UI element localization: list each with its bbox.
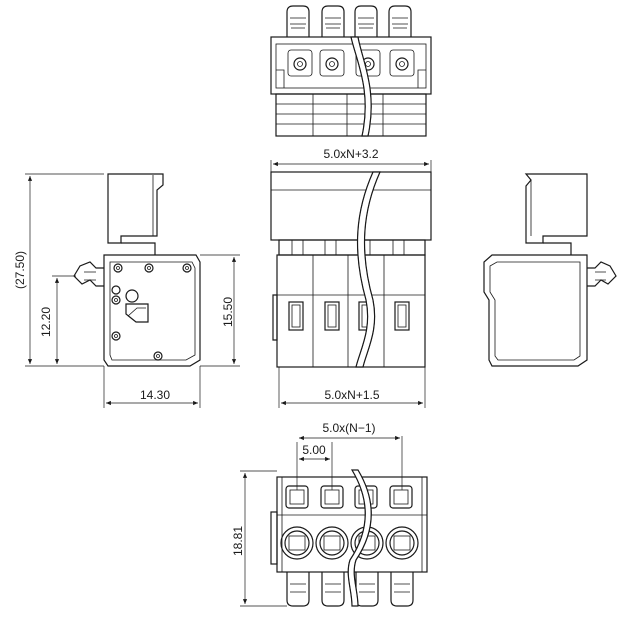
bottom-view-rounds: [280, 526, 419, 560]
dim-side-depth: 14.30: [140, 388, 170, 402]
front-view: 5.0xN+3.2 5.0xN+1.5: [270, 147, 432, 408]
dim-top-width: 5.0xN+3.2: [323, 147, 378, 161]
dim-bottom-depth: 18.81: [231, 526, 245, 556]
dim-body-height: 15.50: [221, 297, 235, 327]
bottom-view-squares: [285, 485, 413, 509]
left-dimensions: (27.50) 12.20 15.50 14.30: [13, 173, 240, 408]
top-view-tabs: [286, 5, 412, 37]
dim-pitch-span: 5.0x(N−1): [322, 421, 375, 435]
top-view: [270, 5, 432, 137]
right-side-view: [483, 173, 617, 367]
dim-overall-height: (27.50): [13, 251, 27, 289]
dim-pitch: 5.00: [302, 443, 326, 457]
left-side-view: [73, 173, 201, 367]
dim-bottom-width: 5.0xN+1.5: [324, 388, 379, 402]
top-view-openings: [287, 49, 415, 77]
dim-pin-height: 12.20: [39, 307, 53, 337]
bottom-view: 5.0x(N−1) 5.00: [231, 421, 428, 607]
